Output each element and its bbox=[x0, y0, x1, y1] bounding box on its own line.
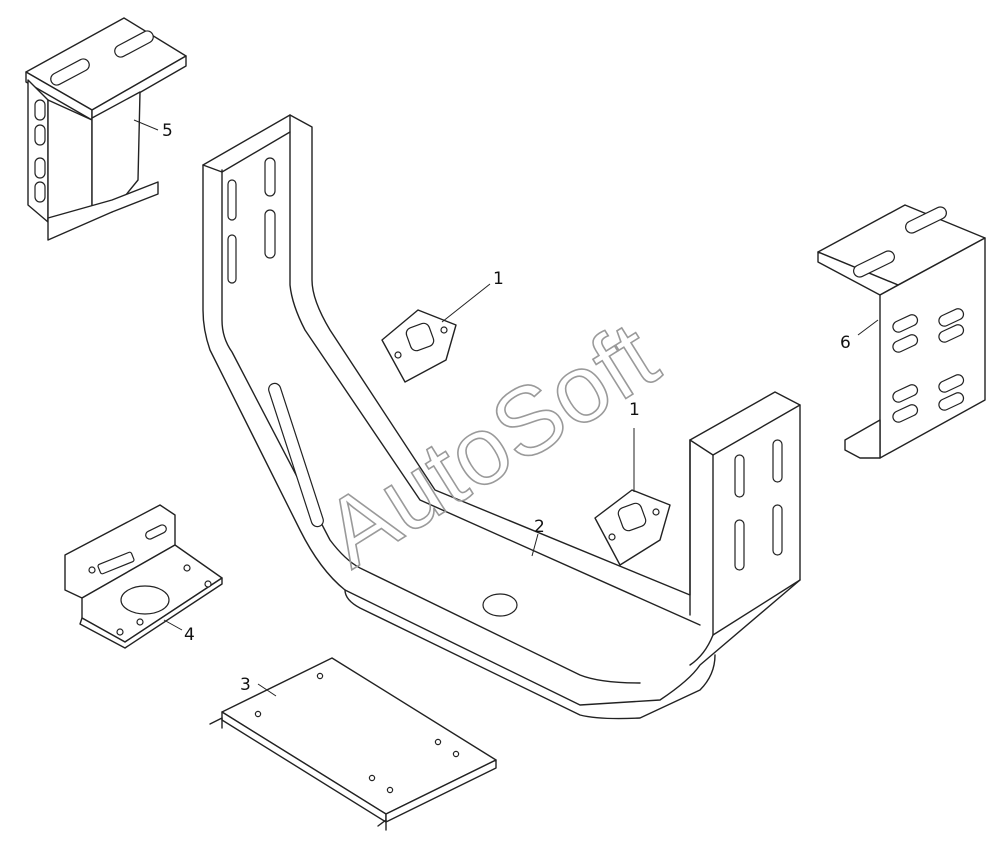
part-6-bracket: 6 bbox=[817, 204, 986, 459]
callout-3: 3 bbox=[240, 675, 251, 695]
part-3-flat-plate: 3 bbox=[209, 657, 497, 831]
callout-4: 4 bbox=[184, 625, 195, 645]
part-1-clamp-plate-upper: 1 bbox=[381, 269, 504, 383]
part-4-angle-bracket: 4 bbox=[64, 504, 223, 649]
callout-6: 6 bbox=[840, 333, 851, 353]
part-2-main-u-bracket: 2 bbox=[202, 114, 801, 720]
callout-1-lower: 1 bbox=[629, 400, 640, 420]
part-1-clamp-plate-lower: 1 bbox=[594, 400, 671, 566]
callout-1-upper: 1 bbox=[493, 269, 504, 289]
callout-2: 2 bbox=[534, 517, 545, 537]
callout-5: 5 bbox=[162, 121, 173, 141]
part-5-bracket: 5 bbox=[25, 17, 187, 241]
